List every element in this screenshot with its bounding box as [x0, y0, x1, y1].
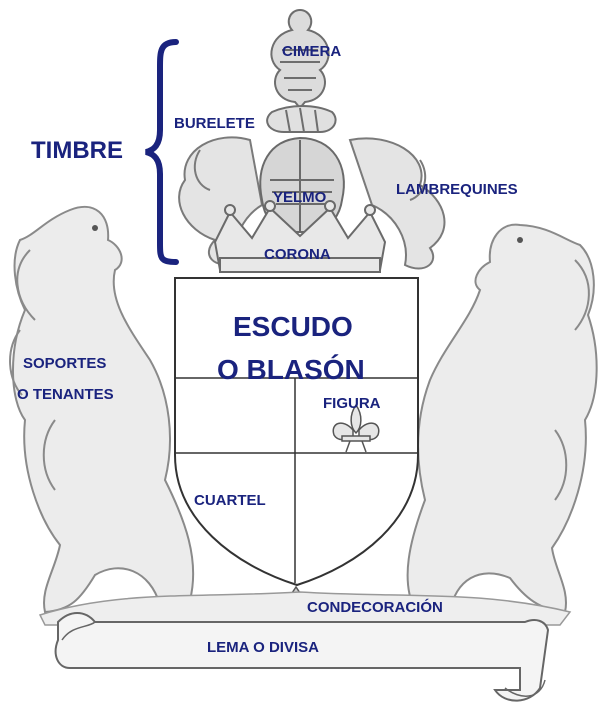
label-soportes-line1: SOPORTES [23, 355, 107, 372]
helmet-icon [259, 136, 345, 233]
label-burelete: BURELETE [174, 115, 255, 132]
lion-right-icon [406, 223, 598, 614]
label-yelmo: YELMO [273, 189, 327, 206]
burelete-torse [266, 105, 337, 133]
label-condecoracion: CONDECORACIÓN [307, 599, 443, 616]
curly-brace-icon [145, 39, 179, 265]
shield-outline [174, 277, 419, 587]
label-cimera: CIMERA [282, 43, 342, 60]
crown-icon [213, 200, 387, 273]
lambrequines-mantling [178, 136, 446, 270]
label-lema: LEMA O DIVISA [207, 639, 319, 656]
label-soportes-line2: O TENANTES [17, 386, 114, 403]
label-figura: FIGURA [323, 395, 381, 412]
label-escudo-line1: ESCUDO [233, 311, 353, 342]
compartment-ground [38, 591, 572, 626]
motto-ribbon [54, 612, 550, 702]
lion-left-icon [9, 205, 195, 614]
fleur-de-lis-icon [332, 403, 380, 453]
label-escudo-line2: O BLASÓN [217, 354, 365, 385]
label-corona: CORONA [264, 246, 331, 263]
label-timbre: TIMBRE [31, 137, 123, 164]
label-lambrequines: LAMBREQUINES [396, 181, 518, 198]
label-cuartel: CUARTEL [194, 492, 266, 509]
